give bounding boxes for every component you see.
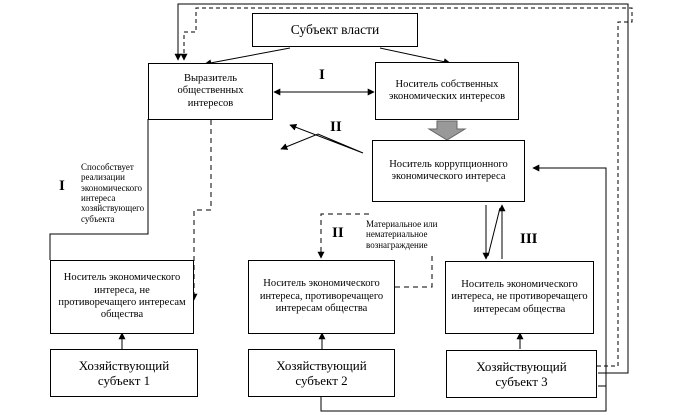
authority-box: Субъект власти bbox=[252, 13, 418, 47]
entity-3-label: Хозяйствующий субъект 3 bbox=[476, 358, 567, 389]
public-interest-box: Выразитель общественных интересов bbox=[148, 63, 273, 120]
roman-label-center: II bbox=[332, 225, 344, 241]
contra-2-box: Носитель экономического интереса, против… bbox=[248, 260, 395, 334]
entity-1-label: Хозяйствующий субъект 1 bbox=[78, 357, 170, 388]
left-facilitates-link bbox=[49, 119, 149, 260]
entity-1-box: Хозяйствующий субъект 1 bbox=[50, 349, 198, 397]
solid-outer-loop bbox=[174, 3, 629, 374]
contra-2-label: Носитель экономического интереса, против… bbox=[259, 278, 384, 315]
entity3-to-corrupt-link bbox=[532, 164, 607, 387]
public-to-box1-dashed bbox=[190, 120, 212, 301]
corrupt-interest-box: Носитель коррупционного экономического и… bbox=[372, 140, 525, 202]
public-interest-label: Выразитель общественных интересов bbox=[177, 72, 244, 109]
own-to-corrupt-block-arrow bbox=[427, 120, 467, 141]
entity-2-label: Хозяйствующий субъект 2 bbox=[276, 357, 367, 388]
facilitates-note: Способствует реализации экономического и… bbox=[81, 162, 145, 224]
roman-label-right: III bbox=[520, 231, 538, 247]
corrupt-to-box2-dashed bbox=[317, 213, 369, 259]
roman-label-top: I bbox=[319, 67, 325, 83]
corrupt-box3-diagonal bbox=[487, 207, 501, 257]
own-interest-label: Носитель собственных экономических интер… bbox=[388, 78, 506, 102]
non-contra-1-box: Носитель экономического интереса, не про… bbox=[50, 260, 194, 334]
own-interest-box: Носитель собственных экономических интер… bbox=[375, 62, 519, 120]
entity-3-box: Хозяйствующий субъект 3 bbox=[446, 350, 597, 398]
dashed-outer-loop bbox=[180, 7, 633, 367]
roman-label-left: I bbox=[59, 178, 65, 194]
authority-label: Субъект власти bbox=[290, 22, 380, 38]
non-contra-3-box: Носитель экономического интереса, не про… bbox=[445, 261, 594, 334]
zigzag-link-ii bbox=[280, 123, 364, 154]
reward-note: Материальное или нематериальное вознагра… bbox=[366, 219, 438, 250]
bottom-loop bbox=[320, 386, 607, 412]
reward-dashed bbox=[395, 252, 433, 288]
non-contra-1-label: Носитель экономического интереса, не про… bbox=[58, 272, 186, 321]
entity-2-box: Хозяйствующий субъект 2 bbox=[248, 349, 395, 397]
roman-label-middle: II bbox=[330, 119, 342, 135]
non-contra-3-label: Носитель экономического интереса, не про… bbox=[451, 278, 588, 315]
authority-to-own-arrow bbox=[379, 47, 451, 66]
authority-to-public-arrow bbox=[204, 47, 291, 67]
corrupt-interest-label: Носитель коррупционного экономического и… bbox=[389, 158, 508, 182]
